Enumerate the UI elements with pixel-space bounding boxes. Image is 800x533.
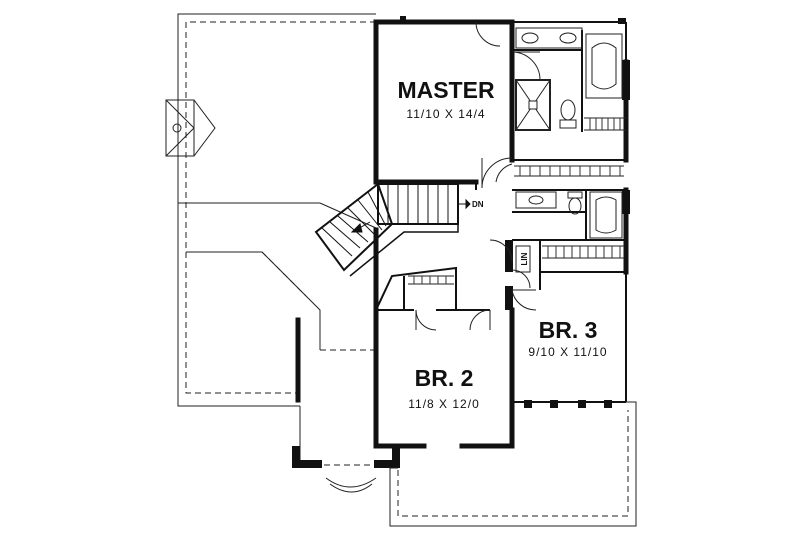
roof-vent-icon — [165, 99, 216, 157]
deck-outline — [324, 401, 637, 527]
bath-fixtures — [408, 27, 626, 285]
hall-bath-fixtures — [515, 191, 623, 239]
room-dims-br2: 11/8 X 12/0 — [408, 397, 480, 411]
room-name-br3: BR. 3 — [539, 317, 598, 343]
linen-closet — [515, 245, 531, 273]
room-name-master: MASTER — [397, 77, 495, 103]
stair-down-label: DN — [472, 200, 484, 209]
linen-label: LIN — [520, 252, 529, 265]
roof-outline — [177, 13, 377, 460]
corner-post — [400, 16, 406, 24]
room-dims-master: 11/10 X 14/4 — [406, 107, 485, 121]
closet-shelving — [413, 118, 621, 284]
door-swings — [415, 21, 541, 331]
staircase — [314, 182, 471, 277]
exterior-walls — [295, 19, 629, 449]
room-dims-br3: 9/10 X 11/10 — [528, 345, 607, 359]
room-name-br2: BR. 2 — [415, 365, 474, 391]
wall-stubs — [292, 60, 630, 468]
